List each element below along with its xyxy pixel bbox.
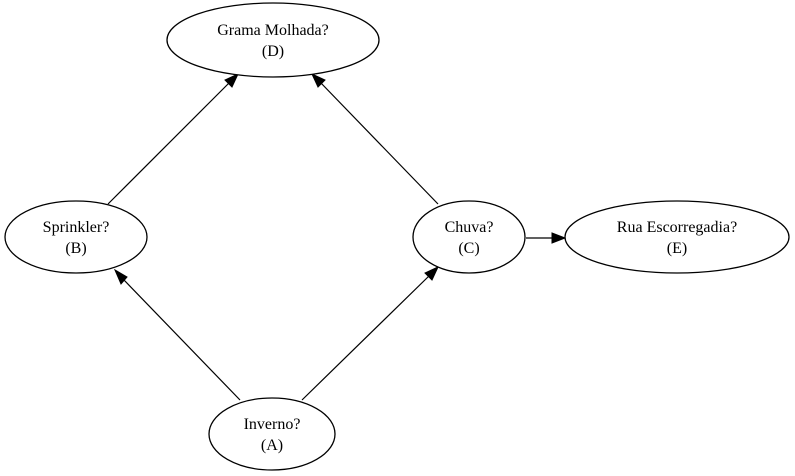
edge-a-to-c [301, 265, 440, 401]
node-c-label: Chuva? [445, 219, 494, 236]
edge-b-to-d [107, 72, 240, 205]
node-a: Inverno? (A) [208, 397, 336, 471]
node-e-sublabel: (E) [667, 240, 687, 257]
node-c-sublabel: (C) [458, 240, 479, 257]
node-d-label: Grama Molhada? [217, 22, 329, 39]
edge-a-to-b [113, 268, 241, 401]
node-a-sublabel: (A) [261, 437, 283, 454]
node-e: Rua Escorregadia? (E) [564, 200, 790, 274]
nodes-layer: Grama Molhada? (D) Sprinkler? (B) Chuva?… [4, 2, 790, 471]
node-b-sublabel: (B) [65, 240, 86, 257]
node-b: Sprinkler? (B) [4, 200, 148, 274]
edge-c-to-d [310, 72, 439, 205]
edge-c-to-e [526, 232, 567, 244]
node-b-label: Sprinkler? [43, 219, 110, 236]
edges-layer [107, 72, 567, 401]
node-d-sublabel: (D) [262, 43, 284, 60]
node-e-label: Rua Escorregadia? [617, 219, 737, 236]
node-a-label: Inverno? [244, 416, 301, 433]
node-d: Grama Molhada? (D) [166, 2, 380, 78]
node-c: Chuva? (C) [412, 200, 526, 274]
